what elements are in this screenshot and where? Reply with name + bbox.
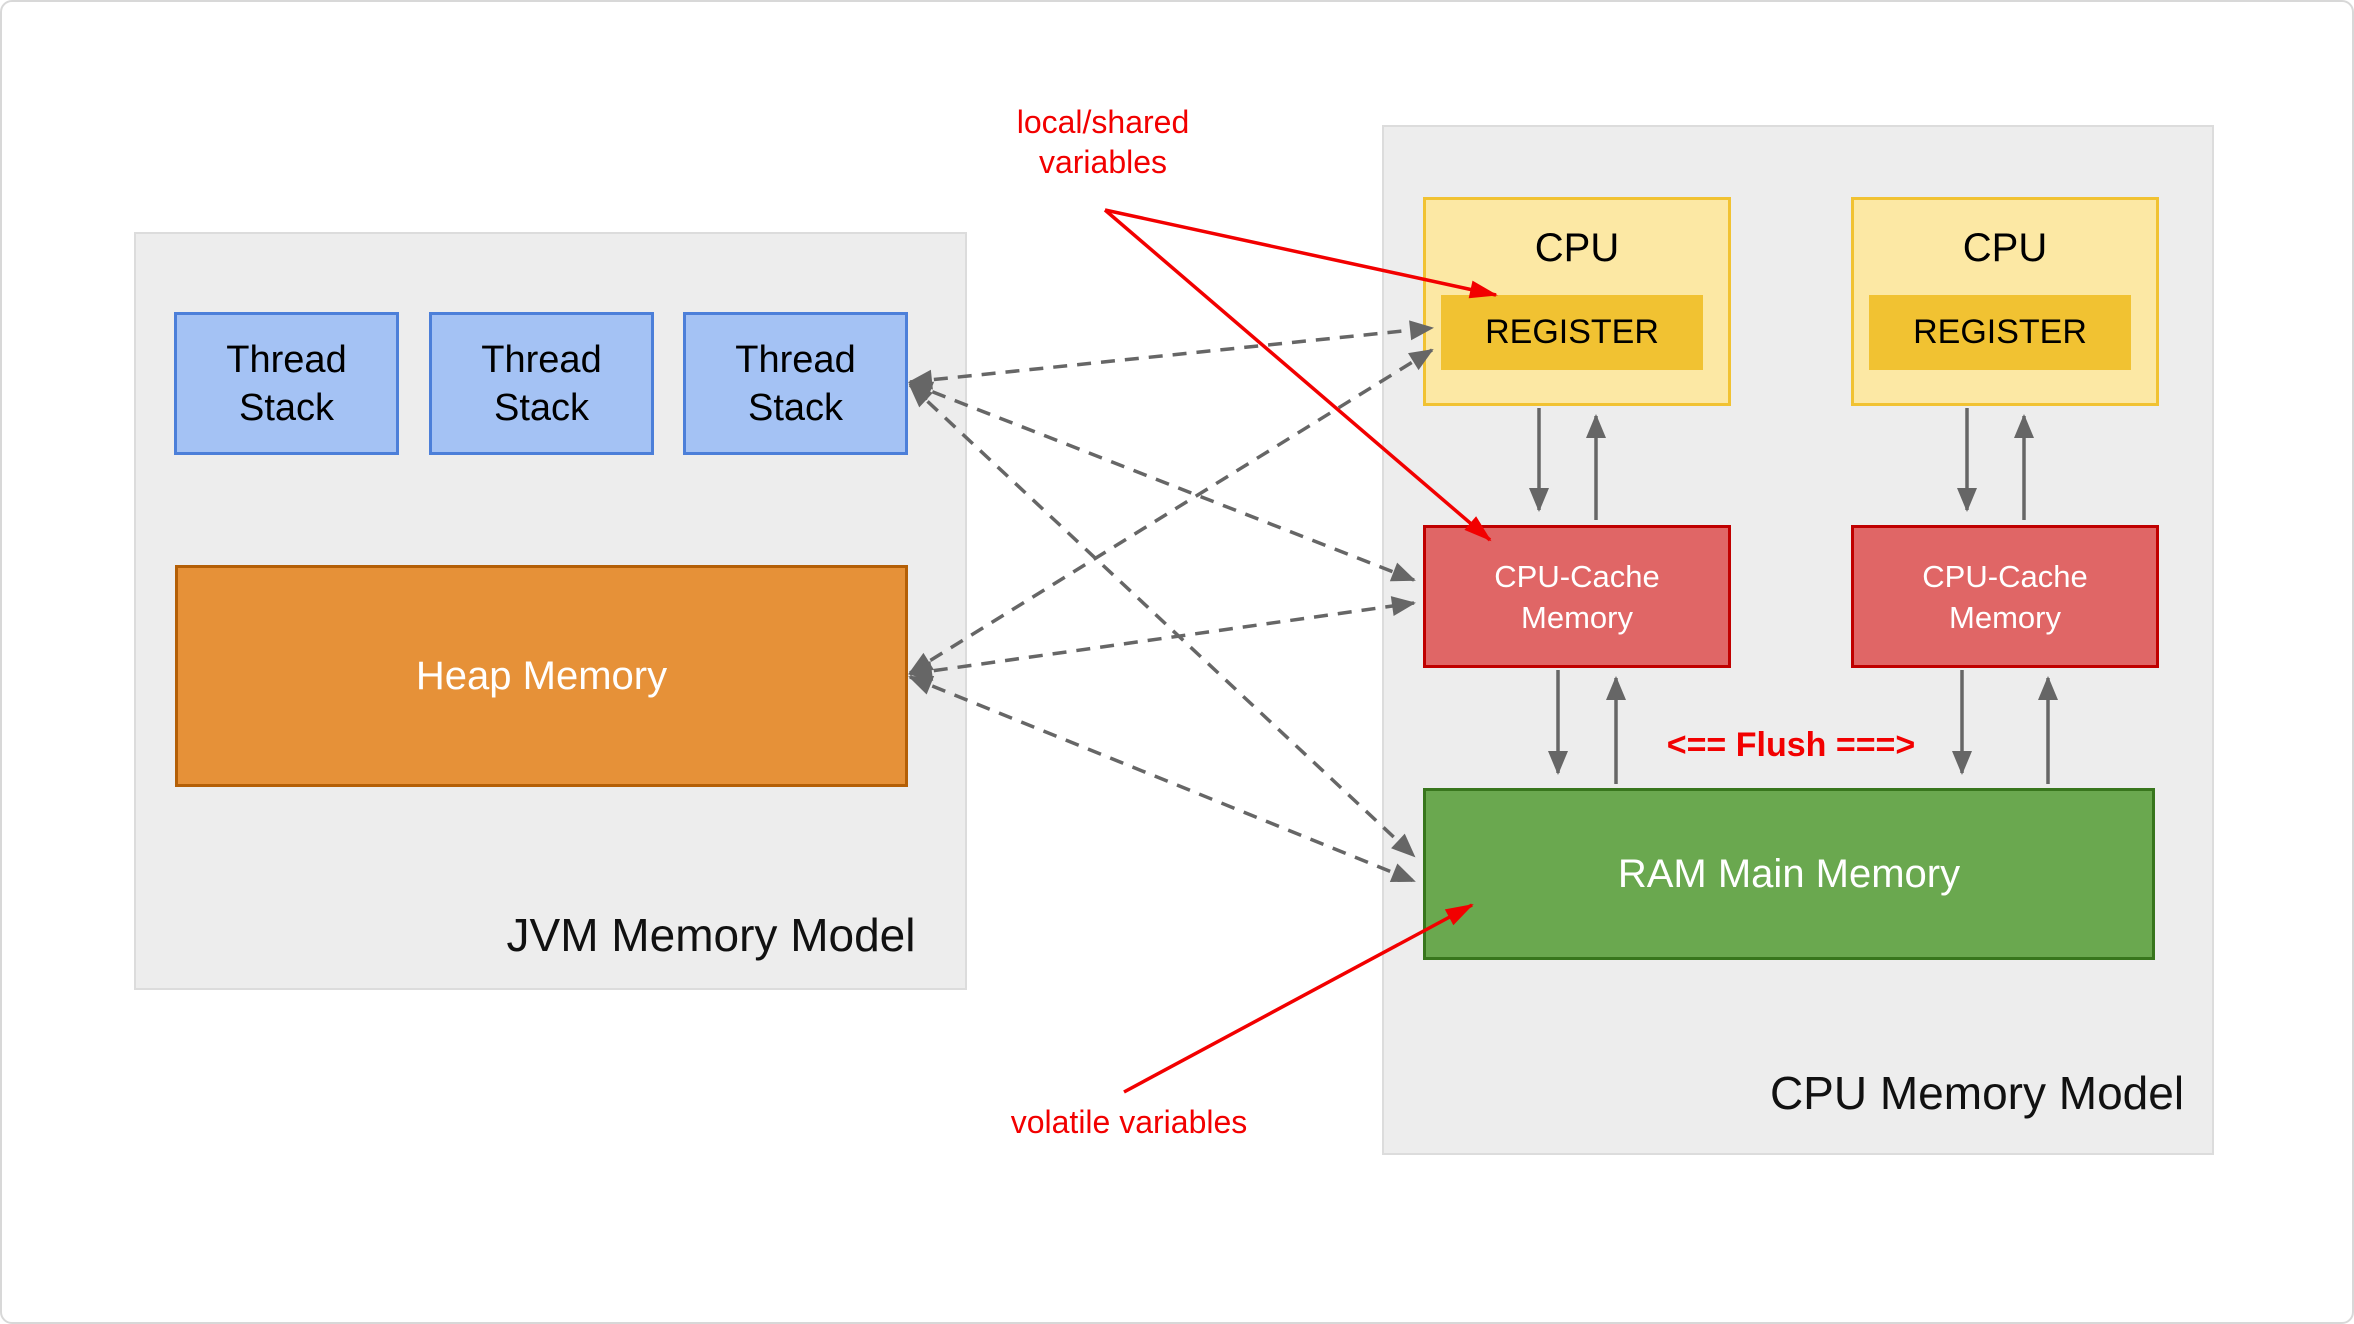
local-shared-variables-note: local/shared variables (1016, 104, 1190, 180)
dashed-arrow-threadstack-cache (908, 381, 1416, 582)
register-label: REGISTER (1485, 313, 1659, 351)
cpu-cache-label-line1: CPU-Cache (1922, 558, 2088, 594)
jvm-panel-title: JVM Memory Model (506, 909, 916, 961)
dashed-arrow-heap-ram (908, 675, 1416, 883)
dashed-arrow-heap-register (908, 348, 1434, 675)
heap-memory-box: Heap Memory (175, 565, 908, 787)
cpu-box-2: CPU REGISTER (1851, 197, 2159, 406)
cpu-panel-title: CPU Memory Model (1769, 1067, 2185, 1119)
dashed-arrow-threadstack-ram (908, 383, 1416, 858)
cpu-memory-model-panel: CPU REGISTER CPU REGISTER CPU-Cache Memo… (1382, 125, 2214, 1155)
cpu-cache-label-line1: CPU-Cache (1494, 558, 1660, 594)
register-label: REGISTER (1913, 313, 2087, 351)
dashed-arrow-heap-cache (908, 596, 1416, 681)
ram-label: RAM Main Memory (1617, 851, 1961, 896)
register-box-1: REGISTER (1441, 295, 1703, 370)
register-box-2: REGISTER (1869, 295, 2131, 370)
cpu-cache-box-2: CPU-Cache Memory (1851, 525, 2159, 668)
cpu-cache-box-1: CPU-Cache Memory (1423, 525, 1731, 668)
cpu-label: CPU (1962, 226, 2048, 270)
cpu-box-1: CPU REGISTER (1423, 197, 1731, 406)
heap-memory-label: Heap Memory (415, 653, 668, 698)
ram-main-memory-box: RAM Main Memory (1423, 788, 2155, 960)
volatile-variables-note: volatile variables (1010, 1104, 1248, 1140)
dashed-arrow-threadstack-register (908, 320, 1434, 390)
cpu-cache-label-line2: Memory (1521, 599, 1633, 635)
cpu-label: CPU (1534, 226, 1620, 270)
flush-note: <== Flush ===> (1666, 726, 1916, 764)
cpu-cache-label-line2: Memory (1949, 599, 2061, 635)
